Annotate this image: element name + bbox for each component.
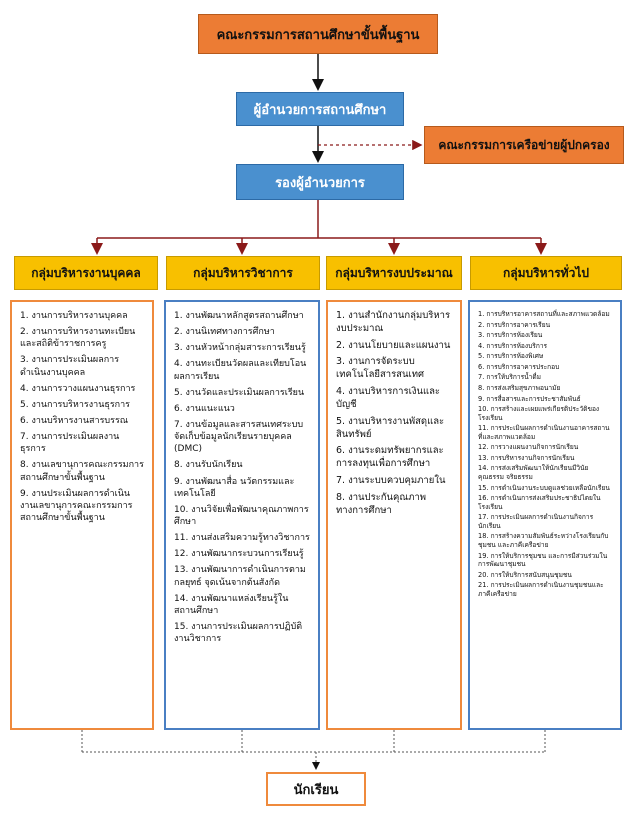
list-item: 18. การสร้างความสัมพันธ์ระหว่างโรงเรียนก… bbox=[478, 532, 609, 549]
list-item: 3. งานหัวหน้ากลุ่มสาระการเรียนรู้ bbox=[174, 343, 306, 354]
list-item: 15. การดำเนินงานระบบดูแลช่วยเหลือนักเรีย… bbox=[478, 483, 610, 492]
list-item: 17. การประเมินผลการดำเนินงานกิจการนักเรี… bbox=[478, 513, 594, 530]
panel-academic: 1. งานพัฒนาหลักสูตรสถานศึกษา 2. งานนิเทศท… bbox=[164, 300, 320, 730]
list-item: 8. งานรับนักเรียน bbox=[174, 460, 243, 471]
group-title: กลุ่มบริหารงบประมาณ bbox=[335, 265, 453, 280]
list-item: 7. งานข้อมูลและสารสนเทศระบบจัดเก็บข้อมูล… bbox=[174, 419, 304, 455]
list-item: 2. งานนโยบายและแผนงาน bbox=[336, 339, 451, 351]
list-item: 7. งานระบบควบคุมภายใน bbox=[336, 474, 446, 486]
director-box: ผู้อำนวยการสถานศึกษา bbox=[236, 92, 404, 126]
committee-label: คณะกรรมการสถานศึกษาขั้นพื้นฐาน bbox=[216, 27, 420, 43]
list-item: 2. งานนิเทศทางการศึกษา bbox=[174, 327, 275, 338]
list-item: 7. งานการประเมินผลงานธุรการ bbox=[20, 432, 120, 455]
deputy-box: รองผู้อำนวยการ bbox=[236, 164, 404, 200]
list-item: 4. งานทะเบียนวัดผลและเทียบโอนผลการเรียน bbox=[174, 359, 307, 382]
list-item: 8. งานเลขานุการคณะกรรมการสถานศึกษาขั้นพื… bbox=[20, 460, 144, 483]
panel-general: 1. การบริหารอาคารสถานที่และสภาพแวดล้อม 2.… bbox=[468, 300, 622, 730]
list-item: 13. งานพัฒนาการดำเนินการตามกลยุทธ์ จุดเน… bbox=[174, 565, 306, 588]
group-title: กลุ่มบริหารวิชาการ bbox=[193, 265, 293, 280]
list-item: 4. งานบริหารการเงินและบัญชี bbox=[336, 386, 440, 410]
list-item: 16. การดำเนินการส่งเสริมประชาธิปไตยในโรง… bbox=[478, 494, 601, 511]
list-item: 2. งานการบริหารงานทะเบียนและสถิติข้าราชก… bbox=[20, 327, 136, 350]
group-head-general: กลุ่มบริหารทั่วไป bbox=[470, 256, 622, 290]
list-item: 1. งานพัฒนาหลักสูตรสถานศึกษา bbox=[174, 311, 304, 321]
panel-personnel: 1. งานการบริหารงานบุคคล 2. งานการบริหารงา… bbox=[10, 300, 154, 730]
list-item: 19. การให้บริการชุมชน และการมีส่วนร่วมใน… bbox=[478, 551, 608, 569]
parent-network-box: คณะกรรมการเครือข่ายผู้ปกครอง bbox=[424, 126, 624, 164]
list-item: 3. การบริการห้องเรียน bbox=[478, 331, 543, 340]
list-item: 10. การสร้างและเผยแพร่เกียรติประวัติของโ… bbox=[478, 405, 600, 422]
list-item: 6. การบริการอาคารประกอบ bbox=[478, 362, 560, 371]
list-item: 6. งานแนะแนว bbox=[174, 403, 235, 414]
group-title: กลุ่มบริหารงานบุคคล bbox=[31, 265, 141, 280]
list-item: 1. งานสำนักงานกลุ่มบริหารงบประมาณ bbox=[336, 310, 451, 334]
list-item: 7. การให้บริการน้ำดื่ม bbox=[478, 373, 541, 382]
group-head-personnel: กลุ่มบริหารงานบุคคล bbox=[14, 256, 158, 290]
group-head-budget: กลุ่มบริหารงบประมาณ bbox=[326, 256, 462, 290]
list-item: 9. งานประเมินผลการดำเนินงานเลขานุการคณะก… bbox=[20, 488, 133, 523]
list-item: 9. การสื่อสารและการประชาสัมพันธ์ bbox=[478, 394, 581, 403]
list-item: 11. การประเมินผลการดำเนินงานอาคารสถานที่… bbox=[478, 424, 610, 441]
parent-network-label: คณะกรรมการเครือข่ายผู้ปกครอง bbox=[438, 137, 610, 152]
director-label: ผู้อำนวยการสถานศึกษา bbox=[253, 102, 387, 118]
list-item: 5. งานการบริหารงานธุรการ bbox=[20, 399, 131, 410]
list-item: 5. งานวัดและประเมินผลการเรียน bbox=[174, 387, 305, 398]
list-item: 21. การประเมินผลการดำเนินงานชุมชนและภาคี… bbox=[478, 581, 604, 598]
list-item: 13. การบริหารงานกิจการนักเรียน bbox=[478, 453, 575, 462]
list-item: 4. การบริการห้องบริการ bbox=[478, 341, 548, 350]
list-item: 4. งานการวางแผนงานธุรการ bbox=[20, 383, 136, 394]
list-item: 6. งานระดมทรัพยากรและการลงทุนเพื่อการศึก… bbox=[336, 445, 444, 470]
students-box: นักเรียน bbox=[266, 772, 366, 806]
list-item: 10. งานวิจัยเพื่อพัฒนาคุณภาพการศึกษา bbox=[174, 504, 309, 527]
list-item: 12. งานพัฒนากระบวนการเรียนรู้ bbox=[174, 549, 304, 560]
list-item: 3. งานการประเมินผลการดำเนินงานบุคคล bbox=[20, 355, 120, 378]
list-item: 1. งานการบริหารงานบุคคล bbox=[20, 311, 128, 321]
list-item: 14. งานพัฒนาแหล่งเรียนรู้ในสถานศึกษา bbox=[174, 593, 289, 616]
list-item: 15. งานการประเมินผลการปฏิบัติงานวิชาการ bbox=[174, 621, 303, 645]
list-item: 11. งานส่งเสริมความรู้ทางวิชาการ bbox=[174, 533, 310, 544]
list-item: 6. งานบริหารงานสารบรรณ bbox=[20, 415, 129, 426]
students-label: นักเรียน bbox=[293, 782, 339, 798]
list-item: 14. การส่งเสริมพัฒนาให้นักเรียนมีวินัย ค… bbox=[478, 464, 589, 481]
list-item: 8. งานประกันคุณภาพทางการศึกษา bbox=[336, 491, 427, 516]
list-item: 5. งานบริหารงานพัสดุและสินทรัพย์ bbox=[336, 415, 445, 440]
group-head-academic: กลุ่มบริหารวิชาการ bbox=[166, 256, 320, 290]
list-item: 12. การวางแผนงานกิจการนักเรียน bbox=[478, 443, 579, 452]
list-item: 8. การส่งเสริมสุขภาพอนามัย bbox=[478, 383, 561, 392]
deputy-label: รองผู้อำนวยการ bbox=[275, 175, 365, 191]
committee-box: คณะกรรมการสถานศึกษาขั้นพื้นฐาน bbox=[198, 14, 438, 54]
list-item: 1. การบริหารอาคารสถานที่และสภาพแวดล้อม bbox=[478, 310, 610, 318]
list-item: 3. งานการจัดระบบเทคโนโลยีสารสนเทศ bbox=[336, 356, 425, 381]
list-item: 20. การให้บริการสนับสนุนชุมชน bbox=[478, 570, 572, 579]
list-item: 2. การบริการอาคารเรียน bbox=[478, 320, 551, 329]
panel-budget: 1. งานสำนักงานกลุ่มบริหารงบประมาณ 2. งานน… bbox=[326, 300, 462, 730]
list-item: 5. การบริการห้องพิเศษ bbox=[478, 352, 544, 361]
group-title: กลุ่มบริหารทั่วไป bbox=[503, 265, 589, 280]
list-item: 9. งานพัฒนาสื่อ นวัตกรรมและเทคโนโลยี bbox=[174, 476, 295, 499]
